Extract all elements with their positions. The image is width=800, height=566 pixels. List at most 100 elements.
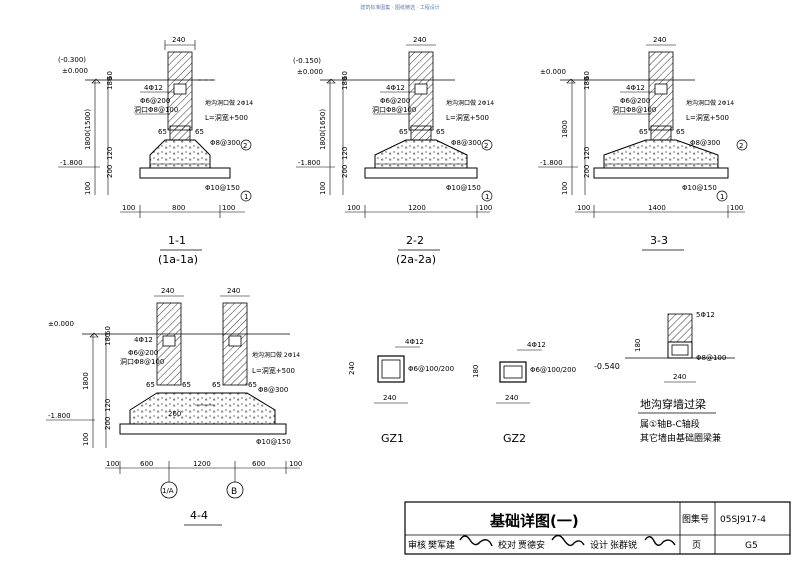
label-trench-bar: 地沟洞口做 2Φ14 bbox=[205, 99, 253, 107]
gz2-stirrup: Φ6@100/200 bbox=[530, 366, 576, 374]
ring-beam bbox=[414, 83, 428, 95]
axis-bubble bbox=[226, 481, 244, 499]
section-4-4: 240 240 ±0.000 -1.800 180 60 1800 120 20… bbox=[46, 287, 302, 526]
section-caption: 4-4 bbox=[190, 509, 208, 522]
label-stirrup: Φ6@200 bbox=[128, 349, 158, 357]
dim-180: 180 bbox=[106, 77, 114, 90]
page-number: G5 bbox=[745, 541, 758, 551]
label-lap: L=洞宽+500 bbox=[686, 113, 729, 122]
check-signature bbox=[551, 534, 585, 547]
axis-b: B bbox=[231, 487, 237, 497]
section-caption-alt: (2a-2a) bbox=[396, 253, 436, 266]
label-step-left: 65 bbox=[399, 128, 408, 136]
dim-100: 100 bbox=[84, 182, 92, 195]
column-section bbox=[499, 361, 527, 383]
level-bottom: -1.800 bbox=[540, 159, 563, 167]
cushion-layer bbox=[139, 167, 231, 179]
label-trench-bar: 地沟洞口做 2Φ14 bbox=[686, 99, 734, 107]
marker-circle bbox=[481, 139, 493, 151]
dim-height: 1800(1500) bbox=[84, 109, 92, 150]
level-bottom: -1.800 bbox=[60, 159, 83, 167]
beam-stirrup: Φ8@100 bbox=[696, 354, 726, 362]
level-ground: ±0.000 bbox=[62, 67, 88, 75]
marker-1: 1 bbox=[720, 193, 724, 201]
section-1-1: 240 (-0.300) ±0.000 -1.800 180 60 1800(1… bbox=[58, 36, 253, 266]
gz2-top-bar: 4Φ12 bbox=[527, 341, 546, 349]
dim-60: 60 bbox=[341, 71, 349, 80]
label-dist-bar: Φ8@300 bbox=[690, 139, 720, 147]
design-label: 设计 bbox=[590, 539, 608, 551]
label-260: 260 bbox=[168, 410, 181, 418]
dim-100: 100 bbox=[319, 182, 327, 195]
wall-width-a: 240 bbox=[161, 287, 174, 295]
level-alt: (-0.300) bbox=[58, 56, 86, 64]
label-step-a-left: 65 bbox=[146, 381, 155, 389]
base-a: 600 bbox=[140, 460, 153, 468]
design-name: 张群锐 bbox=[610, 539, 637, 551]
drawing-title: 基础详图(一) bbox=[489, 512, 579, 530]
beam-title: 地沟穿墙过梁 bbox=[640, 397, 706, 411]
beam-note-2: 其它墙由基础圈梁兼 bbox=[640, 432, 721, 444]
marker-1: 1 bbox=[244, 193, 248, 201]
section-caption: 1-1 bbox=[168, 234, 186, 247]
marker-circle bbox=[481, 190, 493, 202]
label-step-left: 65 bbox=[158, 128, 167, 136]
label-bottom-bar: Φ10@150 bbox=[256, 438, 291, 446]
marker-1: 1 bbox=[485, 193, 489, 201]
label-top-bar: 4Φ12 bbox=[386, 84, 405, 92]
dim-120: 120 bbox=[104, 399, 112, 412]
atlas-label: 图集号 bbox=[682, 513, 709, 525]
label-step-right: 65 bbox=[195, 128, 204, 136]
header-watermark: 建筑标准图集 · 图纸精选 · 工程设计 bbox=[360, 5, 440, 11]
cushion-layer bbox=[593, 167, 729, 179]
base-width: 800 bbox=[172, 204, 185, 212]
wall-width-dim: 240 bbox=[413, 36, 426, 44]
label-top-bar: 4Φ12 bbox=[144, 84, 163, 92]
label-opening-bar: 洞口Φ8@100 bbox=[372, 105, 416, 114]
wall-width-b: 240 bbox=[227, 287, 240, 295]
dim-100: 100 bbox=[561, 182, 569, 195]
level-bottom: -1.800 bbox=[48, 412, 71, 420]
marker-circle bbox=[736, 139, 748, 151]
marker-circle bbox=[240, 139, 252, 151]
label-opening-bar: 洞口Φ8@100 bbox=[612, 105, 656, 114]
dim-60: 60 bbox=[583, 71, 591, 80]
beam-note-1: 属①轴B-C轴段 bbox=[640, 418, 700, 430]
label-lap: L=洞宽+500 bbox=[205, 113, 248, 122]
section-2-2: 240 (-0.150) ±0.000 -1.800 180 60 1800(1… bbox=[293, 36, 494, 266]
level-ground: ±0.000 bbox=[48, 320, 74, 328]
base-left: 100 bbox=[347, 204, 360, 212]
dim-60: 60 bbox=[106, 71, 114, 80]
label-top-bar: 4Φ12 bbox=[134, 336, 153, 344]
label-step-a-right: 65 bbox=[182, 381, 191, 389]
dim-200: 200 bbox=[104, 417, 112, 430]
section-3-3: 240 ±0.000 -1.800 180 60 1800 120 200 10… bbox=[538, 36, 748, 251]
title-block: 基础详图(一) 图集号 05SJ917-4 审核 樊军建 校对 贾德安 设计 张… bbox=[404, 501, 791, 555]
label-dist-bar: Φ8@300 bbox=[258, 386, 288, 394]
ring-beam bbox=[654, 83, 668, 95]
dim-60: 60 bbox=[104, 326, 112, 335]
section-caption: 3-3 bbox=[650, 234, 668, 247]
label-dist-bar: Φ8@300 bbox=[451, 139, 481, 147]
cushion-layer bbox=[364, 167, 478, 179]
dim-200: 200 bbox=[583, 165, 591, 178]
marker-circle bbox=[240, 190, 252, 202]
base-b: 600 bbox=[252, 460, 265, 468]
label-dist-bar: Φ8@300 bbox=[210, 139, 240, 147]
level-ground: ±0.000 bbox=[297, 68, 323, 76]
label-step-right: 65 bbox=[436, 128, 445, 136]
dim-height: 1800 bbox=[561, 120, 569, 138]
base-width: 1200 bbox=[408, 204, 426, 212]
dim-height: 1800(1650) bbox=[319, 109, 327, 150]
base-width: 1400 bbox=[648, 204, 666, 212]
gz1-label: GZ1 bbox=[381, 432, 404, 445]
gz2-width: 240 bbox=[505, 394, 518, 402]
label-bottom-bar: Φ10@150 bbox=[446, 184, 481, 192]
dim-120: 120 bbox=[341, 147, 349, 160]
base-mid: 1200 bbox=[193, 460, 211, 468]
base-right: 100 bbox=[479, 204, 492, 212]
beam-width: 240 bbox=[673, 373, 686, 381]
gz2-label: GZ2 bbox=[503, 432, 526, 445]
marker-2: 2 bbox=[243, 142, 247, 150]
